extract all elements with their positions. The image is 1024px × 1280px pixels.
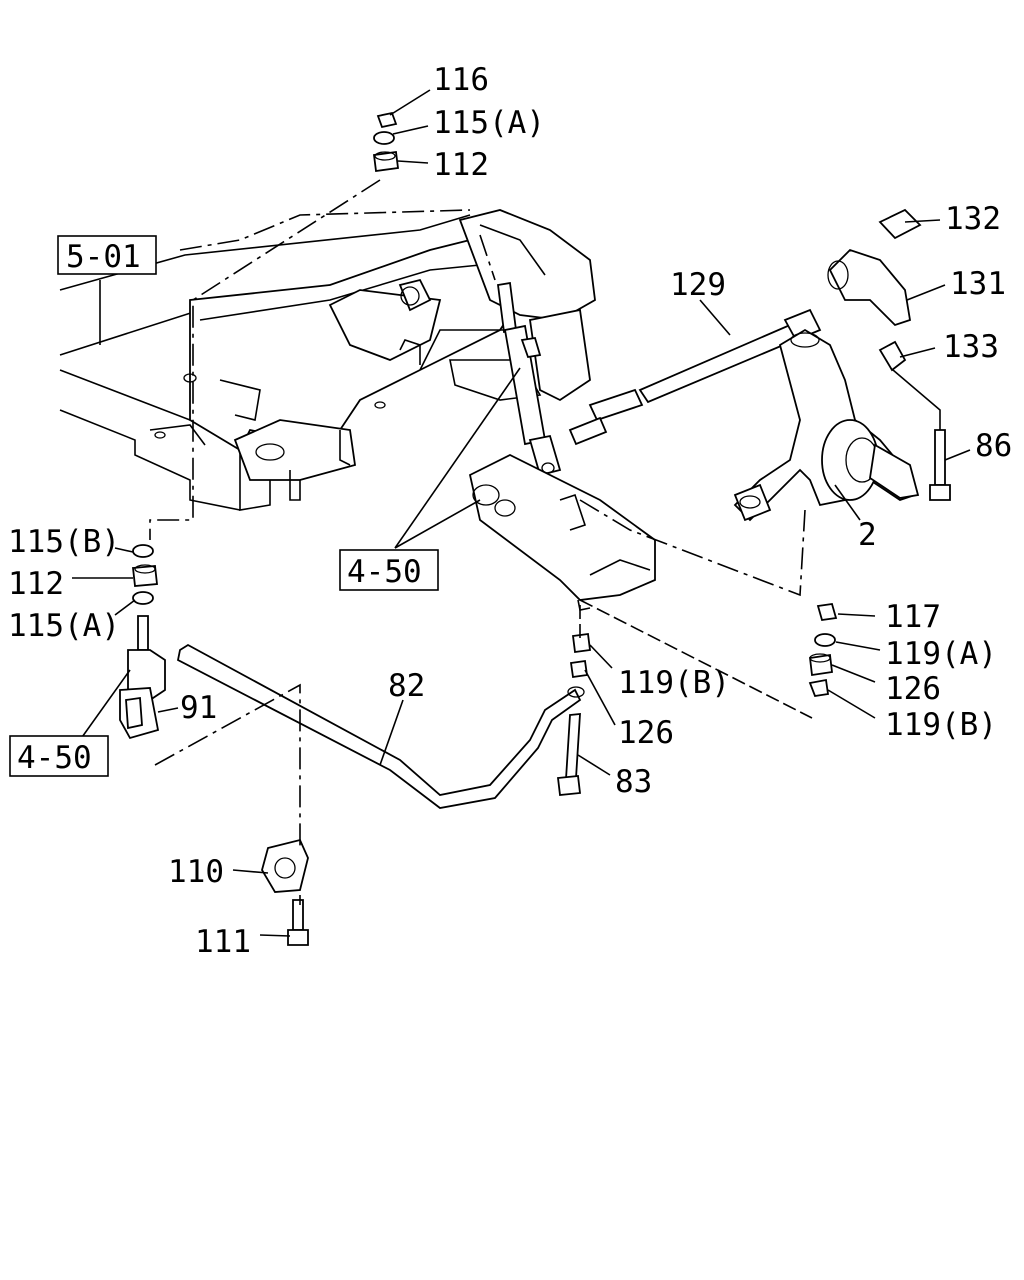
label-115a-left: 115(A) (8, 608, 120, 644)
ref-box-arm-center[interactable]: 4-50 (339, 549, 439, 591)
label-117: 117 (885, 599, 941, 635)
middle-stack-parts (556, 632, 592, 796)
ref-box-frame-label: 5-01 (66, 239, 141, 275)
steering-knuckle (733, 328, 920, 522)
part-131-bracket (827, 248, 912, 327)
label-2: 2 (858, 517, 877, 553)
label-111: 111 (195, 924, 251, 960)
label-116: 116 (433, 62, 489, 98)
ref-box-arm-center-label: 4-50 (347, 554, 422, 590)
label-91: 91 (180, 690, 217, 726)
label-110: 110 (168, 854, 224, 890)
leader-lines (72, 89, 971, 937)
ref-box-arm-left-label: 4-50 (17, 740, 92, 776)
clamp-and-bolt (261, 838, 309, 946)
part-labels: 116 115(A) 112 132 129 131 133 86 2 115(… (8, 62, 1012, 960)
stabilizer-link-bracket (119, 649, 166, 740)
shock-absorber (496, 281, 562, 477)
stabilizer-bar (176, 643, 585, 809)
label-112-top: 112 (433, 147, 489, 183)
label-115b-left: 115(B) (8, 524, 120, 560)
frame-crossmember (59, 209, 596, 511)
label-126-right: 126 (885, 671, 941, 707)
label-126-mid: 126 (618, 715, 674, 751)
label-112-left: 112 (8, 566, 64, 602)
label-86: 86 (975, 428, 1012, 464)
lower-control-arm (468, 453, 656, 611)
label-133: 133 (943, 329, 999, 365)
label-115a-top: 115(A) (433, 105, 545, 141)
label-119b-mid: 119(B) (618, 665, 730, 701)
label-119a: 119(A) (885, 636, 997, 672)
label-119b-right: 119(B) (885, 707, 997, 743)
ref-box-arm-left[interactable]: 4-50 (9, 735, 109, 777)
right-stack-parts (808, 602, 838, 697)
left-stack-parts (132, 544, 158, 651)
top-stack-parts (372, 111, 400, 173)
label-83: 83 (615, 764, 652, 800)
relation-lines (149, 179, 813, 905)
label-129: 129 (670, 267, 726, 303)
label-131: 131 (950, 266, 1006, 302)
label-132: 132 (945, 201, 1001, 237)
part-133-bushing (878, 340, 907, 372)
part-86-bolt (929, 429, 951, 501)
label-82: 82 (388, 668, 425, 704)
torsion-bar (568, 308, 822, 446)
ref-box-frame[interactable]: 5-01 (57, 235, 157, 275)
part-132-plate (878, 208, 922, 240)
